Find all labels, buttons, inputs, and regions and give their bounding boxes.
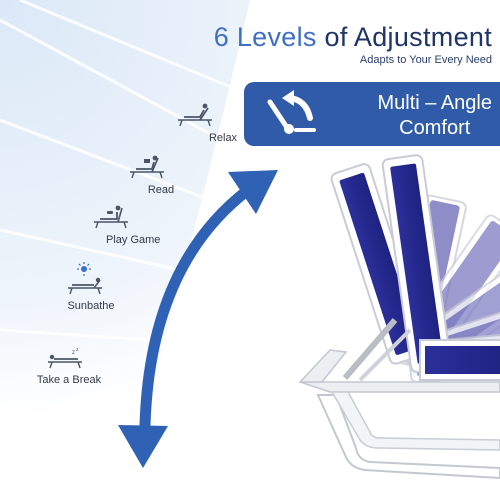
multi-angle-banner: Multi – Angle Comfort [244,82,500,146]
page-title: 6 Levels of Adjustment [214,22,492,53]
relax-recline-icon [178,103,212,127]
position-read: Read [102,152,192,196]
title-rest: of Adjustment [316,22,492,52]
position-label-sunbathe: Sunbathe [67,300,115,312]
gaming-recline-icon [94,205,128,229]
banner-line-1: Multi – Angle [377,92,492,114]
recline-arrow-icon [267,90,316,134]
page-subtitle: Adapts to Your Every Need [359,54,492,66]
position-relax: Relax [150,100,240,144]
position-label-read: Read [147,184,175,196]
banner-text: Multi – Angle Comfort [377,91,492,141]
position-label-relax: Relax [208,132,238,144]
sleep-flat-icon: z z [48,347,82,369]
position-label-play-game: Play Game [106,234,161,246]
position-play-game: Play Game [66,202,161,246]
sunbathe-sun-icon [68,262,102,295]
reading-recline-icon [130,155,164,179]
banner-line-2: Comfort [399,117,471,139]
svg-text:z: z [72,350,75,356]
position-label-take-a-break: Take a Break [36,374,102,386]
title-accent: 6 Levels [213,22,317,52]
svg-text:z: z [76,347,79,353]
position-sunbathe: Sunbathe [40,262,130,312]
position-take-a-break: z z Take a Break [20,346,110,386]
